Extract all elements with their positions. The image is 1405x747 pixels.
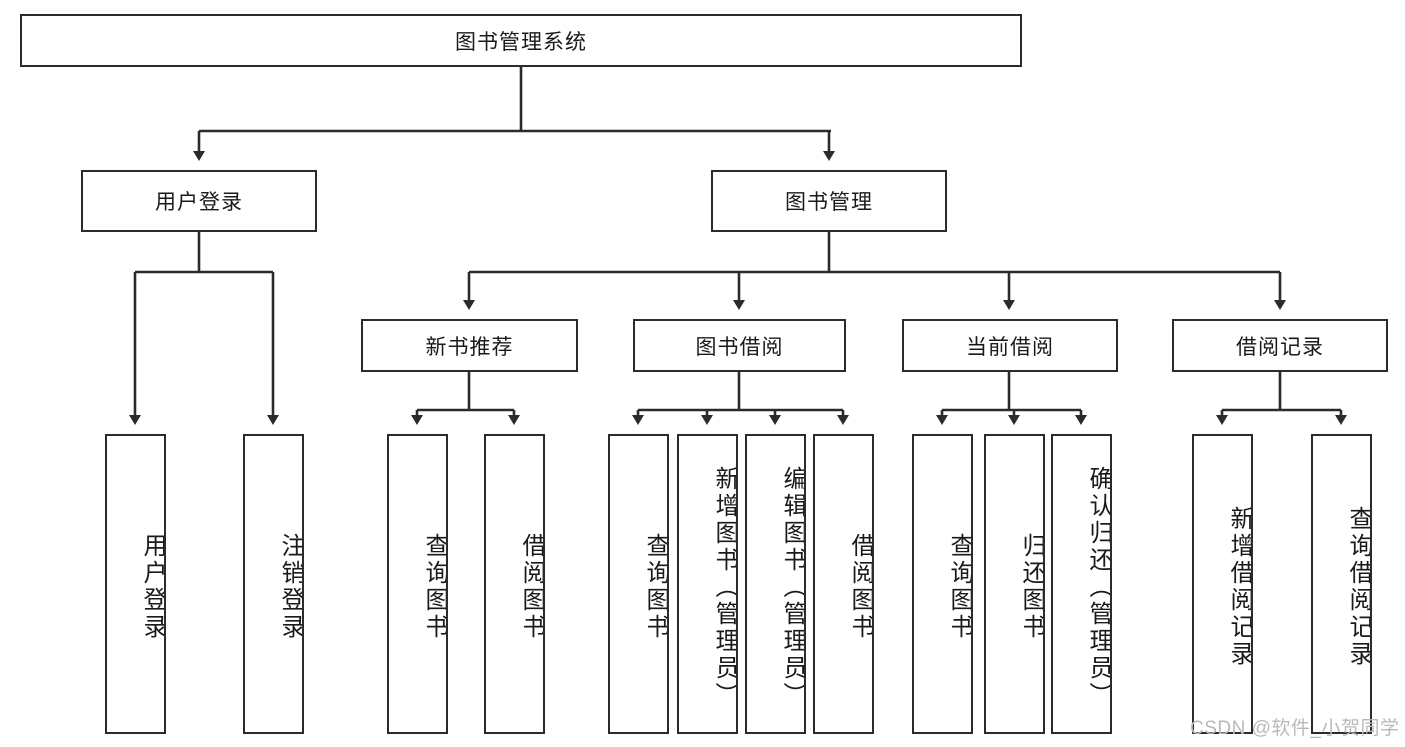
leaf-confirm-return-admin-label: 确认归还（管理员）: [1085, 465, 1112, 709]
node-borrow-records-label: 借阅记录: [1236, 335, 1324, 359]
leaf-query-book-borrow-label: 查询图书: [642, 533, 669, 641]
leaf-edit-book-admin[interactable]: 编辑图书（管理员）: [745, 434, 806, 734]
leaf-add-book-admin-label: 新增图书（管理员）: [711, 465, 738, 709]
leaf-return-book-label: 归还图书: [1018, 533, 1045, 641]
leaf-return-book[interactable]: 归还图书: [984, 434, 1045, 734]
leaf-confirm-return-admin[interactable]: 确认归还（管理员）: [1051, 434, 1112, 734]
leaf-borrow-book-label: 借阅图书: [847, 533, 874, 641]
leaf-query-book-current-label: 查询图书: [946, 533, 973, 641]
node-borrow-records[interactable]: 借阅记录: [1172, 319, 1388, 372]
leaf-user-login-label: 用户登录: [139, 533, 166, 641]
node-book-management-label: 图书管理: [785, 191, 873, 214]
node-new-book-recommend[interactable]: 新书推荐: [361, 319, 578, 372]
leaf-query-book-borrow[interactable]: 查询图书: [608, 434, 669, 734]
node-current-borrow[interactable]: 当前借阅: [902, 319, 1118, 372]
leaf-query-book-recommend[interactable]: 查询图书: [387, 434, 448, 734]
node-new-book-recommend-label: 新书推荐: [425, 335, 514, 359]
leaf-logout-label: 注销登录: [277, 533, 304, 641]
leaf-borrow-book-recommend[interactable]: 借阅图书: [484, 434, 545, 734]
leaf-logout[interactable]: 注销登录: [243, 434, 304, 734]
node-user-login[interactable]: 用户登录: [81, 170, 317, 232]
leaf-add-book-admin[interactable]: 新增图书（管理员）: [677, 434, 738, 734]
node-book-management[interactable]: 图书管理: [711, 170, 947, 232]
leaf-borrow-book-recommend-label: 借阅图书: [518, 533, 545, 641]
node-book-borrow[interactable]: 图书借阅: [633, 319, 846, 372]
node-root-label: 图书管理系统: [455, 30, 587, 54]
leaf-query-borrow-record[interactable]: 查询借阅记录: [1311, 434, 1372, 734]
leaf-add-borrow-record-label: 新增借阅记录: [1226, 506, 1253, 668]
node-root[interactable]: 图书管理系统: [20, 14, 1022, 67]
leaf-query-book-current[interactable]: 查询图书: [912, 434, 973, 734]
leaf-user-login[interactable]: 用户登录: [105, 434, 166, 734]
leaf-borrow-book[interactable]: 借阅图书: [813, 434, 874, 734]
leaf-add-borrow-record[interactable]: 新增借阅记录: [1192, 434, 1253, 734]
node-user-login-label: 用户登录: [155, 191, 243, 214]
node-book-borrow-label: 图书借阅: [695, 335, 784, 359]
leaf-query-book-recommend-label: 查询图书: [421, 533, 448, 641]
leaf-query-borrow-record-label: 查询借阅记录: [1345, 506, 1372, 668]
node-current-borrow-label: 当前借阅: [966, 335, 1054, 359]
leaf-edit-book-admin-label: 编辑图书（管理员）: [779, 465, 806, 709]
